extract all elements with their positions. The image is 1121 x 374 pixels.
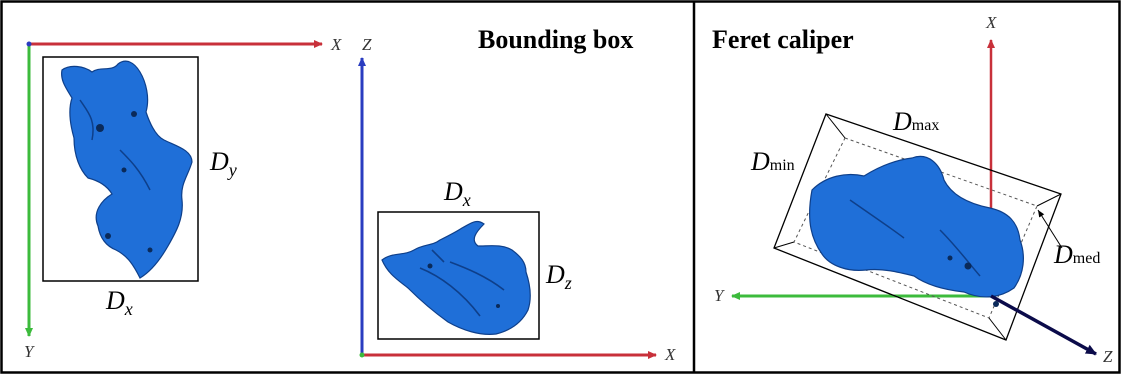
z-axis-label-feret: Z	[1103, 347, 1113, 366]
xy-view: X Y Dy Dx	[24, 35, 342, 361]
bounding-rect-xy	[42, 56, 199, 282]
origin-dot-xy	[26, 41, 32, 47]
feret-box-edge	[825, 113, 846, 139]
particle-feret	[809, 155, 1024, 298]
particle-xz	[381, 220, 531, 335]
feret-box-edge	[988, 317, 1007, 341]
feret-caliper-panel: Feret caliper X Y Z Dmax Dmin Dmed	[712, 13, 1113, 366]
bounding-box-title: Bounding box	[478, 25, 633, 54]
particle-ridge	[79, 99, 151, 191]
particle-xy	[61, 60, 193, 279]
dim-dx-label-xz: Dx	[443, 177, 471, 210]
particle-hole	[427, 263, 433, 269]
origin-dot-xz	[359, 352, 365, 358]
bounding-rect-xz	[377, 211, 540, 340]
feret-box-edge	[1036, 193, 1062, 207]
particle-hole	[131, 111, 137, 117]
dim-dmax-label: Dmax	[892, 107, 939, 136]
x-axis-label-xz: X	[664, 345, 676, 364]
y-axis-label-xy: Y	[24, 342, 35, 361]
particle-hole	[496, 304, 500, 308]
dim-dz-label: Dz	[545, 260, 572, 293]
particle-ridge	[849, 199, 981, 277]
particle-hole	[121, 167, 127, 173]
particle-hole	[947, 255, 953, 261]
xz-view: Z X Dx Dz	[358, 35, 676, 364]
z-axis-label-xz: Z	[362, 35, 372, 54]
bounding-box-panel: Bounding box X Y Dy Dx	[24, 25, 676, 364]
dmed-pointer	[1037, 209, 1063, 249]
dim-dy-label: Dy	[209, 147, 237, 180]
particle-hole	[964, 262, 972, 270]
dim-dmin-label: Dmin	[750, 147, 795, 176]
particle-hole	[147, 247, 153, 253]
feret-caliper-title: Feret caliper	[712, 25, 854, 54]
feret-box-edge	[773, 241, 795, 249]
dim-dmed-label: Dmed	[1053, 240, 1100, 269]
x-axis-label-xy: X	[330, 35, 342, 54]
x-axis-label-feret: X	[985, 13, 997, 32]
z-axis-arrow-feret	[990, 294, 1097, 356]
particle-hole	[993, 301, 999, 307]
dim-dx-label-xy: Dx	[105, 286, 133, 319]
particle-hole	[105, 233, 111, 239]
y-axis-label-feret: Y	[714, 286, 725, 305]
particle-ridge	[419, 249, 505, 317]
particle-hole	[96, 124, 104, 132]
